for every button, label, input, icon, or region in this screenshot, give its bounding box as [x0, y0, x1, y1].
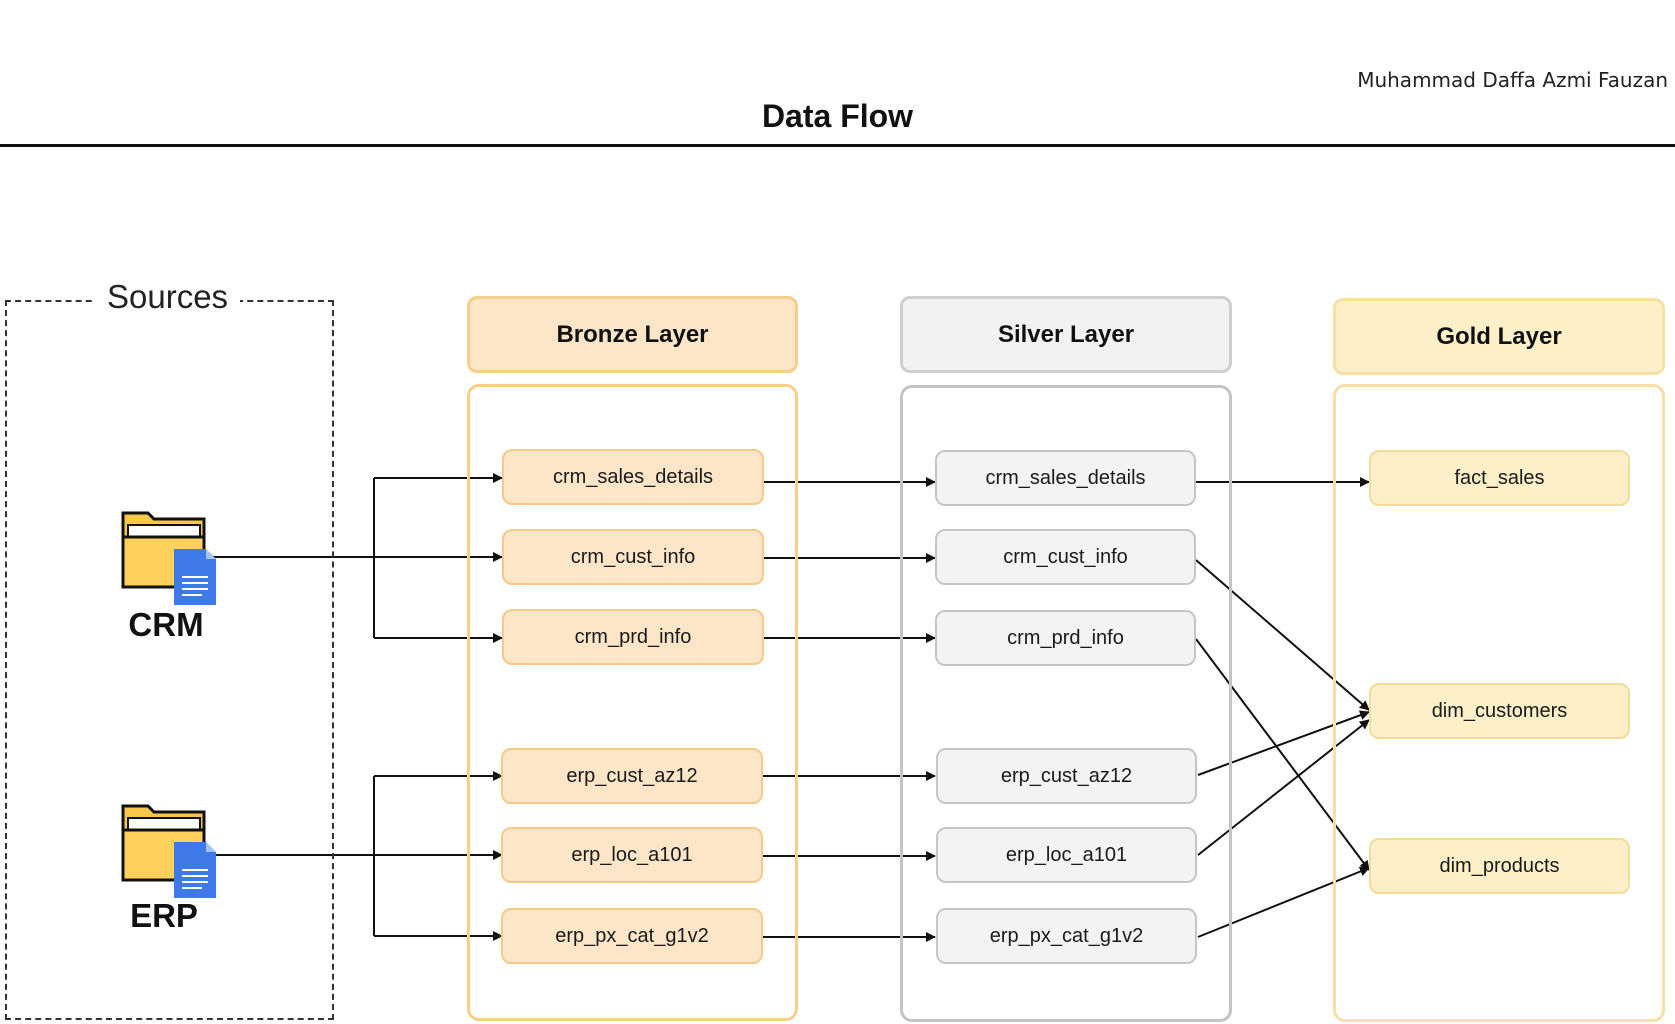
bronze-table-node[interactable]: erp_cust_az12 — [501, 748, 763, 804]
gold-layer-header: Gold Layer — [1333, 298, 1665, 375]
silver-table-node[interactable]: crm_sales_details — [935, 450, 1196, 506]
bronze-layer-title: Bronze Layer — [556, 320, 709, 348]
flow-silver-gold-cust-az12 — [1197, 710, 1370, 776]
silver-table-node[interactable]: crm_cust_info — [935, 529, 1196, 585]
page-title: Data Flow — [761, 98, 914, 134]
bronze-table-node[interactable]: erp_loc_a101 — [501, 827, 763, 883]
bronze-table-node[interactable]: crm_sales_details — [502, 449, 764, 505]
silver-table-node[interactable]: erp_cust_az12 — [936, 748, 1197, 804]
flow-silver-gold-prd-info — [1195, 638, 1370, 871]
title-divider — [0, 144, 1675, 147]
source-crm-label: CRM — [128, 606, 204, 643]
bronze-layer-header: Bronze Layer — [467, 296, 798, 373]
silver-layer-panel — [900, 385, 1232, 1022]
silver-table-node[interactable]: crm_prd_info — [935, 610, 1196, 666]
gold-table-node[interactable]: fact_sales — [1369, 450, 1630, 506]
author-name: Muhammad Daffa Azmi Fauzan — [1357, 68, 1668, 92]
bronze-table-node[interactable]: crm_cust_info — [502, 529, 764, 585]
sources-label: Sources — [95, 278, 241, 316]
flow-silver-gold-px-cat — [1197, 866, 1370, 938]
bronze-table-node[interactable]: erp_px_cat_g1v2 — [501, 908, 763, 964]
silver-table-node[interactable]: erp_px_cat_g1v2 — [936, 908, 1197, 964]
silver-table-node[interactable]: erp_loc_a101 — [936, 827, 1197, 883]
crm-folder-icon — [120, 505, 220, 605]
gold-table-node[interactable]: dim_products — [1369, 838, 1630, 894]
bronze-table-node[interactable]: crm_prd_info — [502, 609, 764, 665]
silver-layer-title: Silver Layer — [997, 320, 1135, 348]
erp-folder-icon — [120, 798, 220, 898]
flow-silver-gold-cust-info — [1195, 559, 1370, 711]
gold-table-node[interactable]: dim_customers — [1369, 683, 1630, 739]
bronze-layer-panel — [467, 384, 798, 1021]
silver-layer-header: Silver Layer — [900, 296, 1232, 373]
gold-layer-title: Gold Layer — [1436, 322, 1562, 350]
source-erp-label: ERP — [130, 897, 198, 934]
flow-silver-gold-loc-a101 — [1197, 719, 1370, 856]
gold-layer-panel — [1333, 384, 1665, 1022]
